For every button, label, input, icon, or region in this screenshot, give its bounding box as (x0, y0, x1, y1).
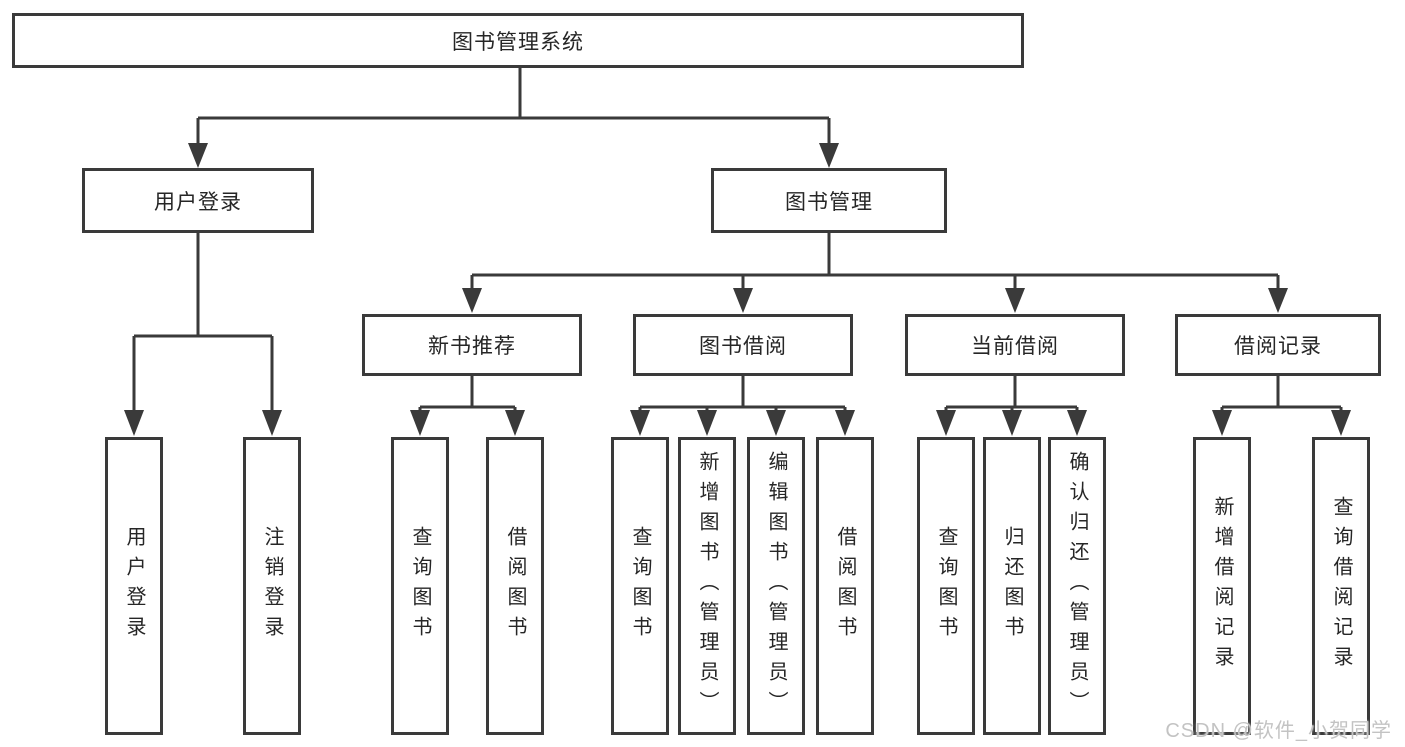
connector-records-children (1212, 376, 1351, 436)
leaf-label: 用户登录 (123, 526, 145, 646)
node-leaf-borrow-books: 借阅图书 (816, 437, 874, 735)
leaf-label: 编辑图书（管理员） (765, 451, 787, 721)
node-leaf-query-books-current: 查询图书 (917, 437, 975, 735)
node-leaf-confirm-return-admin: 确认归还（管理员） (1048, 437, 1106, 735)
connector-root-to-level2 (188, 68, 839, 168)
node-borrow-records: 借阅记录 (1175, 314, 1381, 376)
leaf-label: 查询图书 (629, 526, 651, 646)
leaf-label: 借阅图书 (834, 526, 856, 646)
leaf-label: 查询图书 (935, 526, 957, 646)
node-user-login: 用户登录 (82, 168, 314, 233)
node-leaf-add-borrow-record: 新增借阅记录 (1193, 437, 1251, 735)
connector-newbook-children (410, 376, 525, 436)
node-root-system: 图书管理系统 (12, 13, 1024, 68)
leaf-label: 注销登录 (261, 526, 283, 646)
leaf-label: 确认归还（管理员） (1066, 451, 1088, 721)
node-leaf-user-login: 用户登录 (105, 437, 163, 735)
node-leaf-edit-books-admin: 编辑图书（管理员） (747, 437, 805, 735)
node-leaf-borrow-books-recommend: 借阅图书 (486, 437, 544, 735)
leaf-label: 借阅图书 (504, 526, 526, 646)
node-book-management: 图书管理 (711, 168, 947, 233)
node-leaf-query-books-recommend: 查询图书 (391, 437, 449, 735)
node-leaf-return-books: 归还图书 (983, 437, 1041, 735)
connector-currentborrow-children (936, 376, 1087, 436)
watermark: CSDN @软件_小贺同学 (1165, 720, 1392, 742)
leaf-label: 新增借阅记录 (1211, 496, 1233, 676)
leaf-label: 查询借阅记录 (1330, 496, 1352, 676)
node-leaf-query-borrow-record: 查询借阅记录 (1312, 437, 1370, 735)
node-leaf-query-books-borrowing: 查询图书 (611, 437, 669, 735)
leaf-label: 新增图书（管理员） (696, 451, 718, 721)
node-leaf-add-books-admin: 新增图书（管理员） (678, 437, 736, 735)
node-current-borrowing: 当前借阅 (905, 314, 1125, 376)
leaf-label: 查询图书 (409, 526, 431, 646)
connector-userlogin-children (124, 233, 282, 436)
node-book-borrowing: 图书借阅 (633, 314, 853, 376)
connector-bookborrow-children (630, 376, 855, 436)
connector-bookmgmt-to-level3 (462, 233, 1288, 313)
node-new-book-recommend: 新书推荐 (362, 314, 582, 376)
node-leaf-logout: 注销登录 (243, 437, 301, 735)
leaf-label: 归还图书 (1001, 526, 1023, 646)
